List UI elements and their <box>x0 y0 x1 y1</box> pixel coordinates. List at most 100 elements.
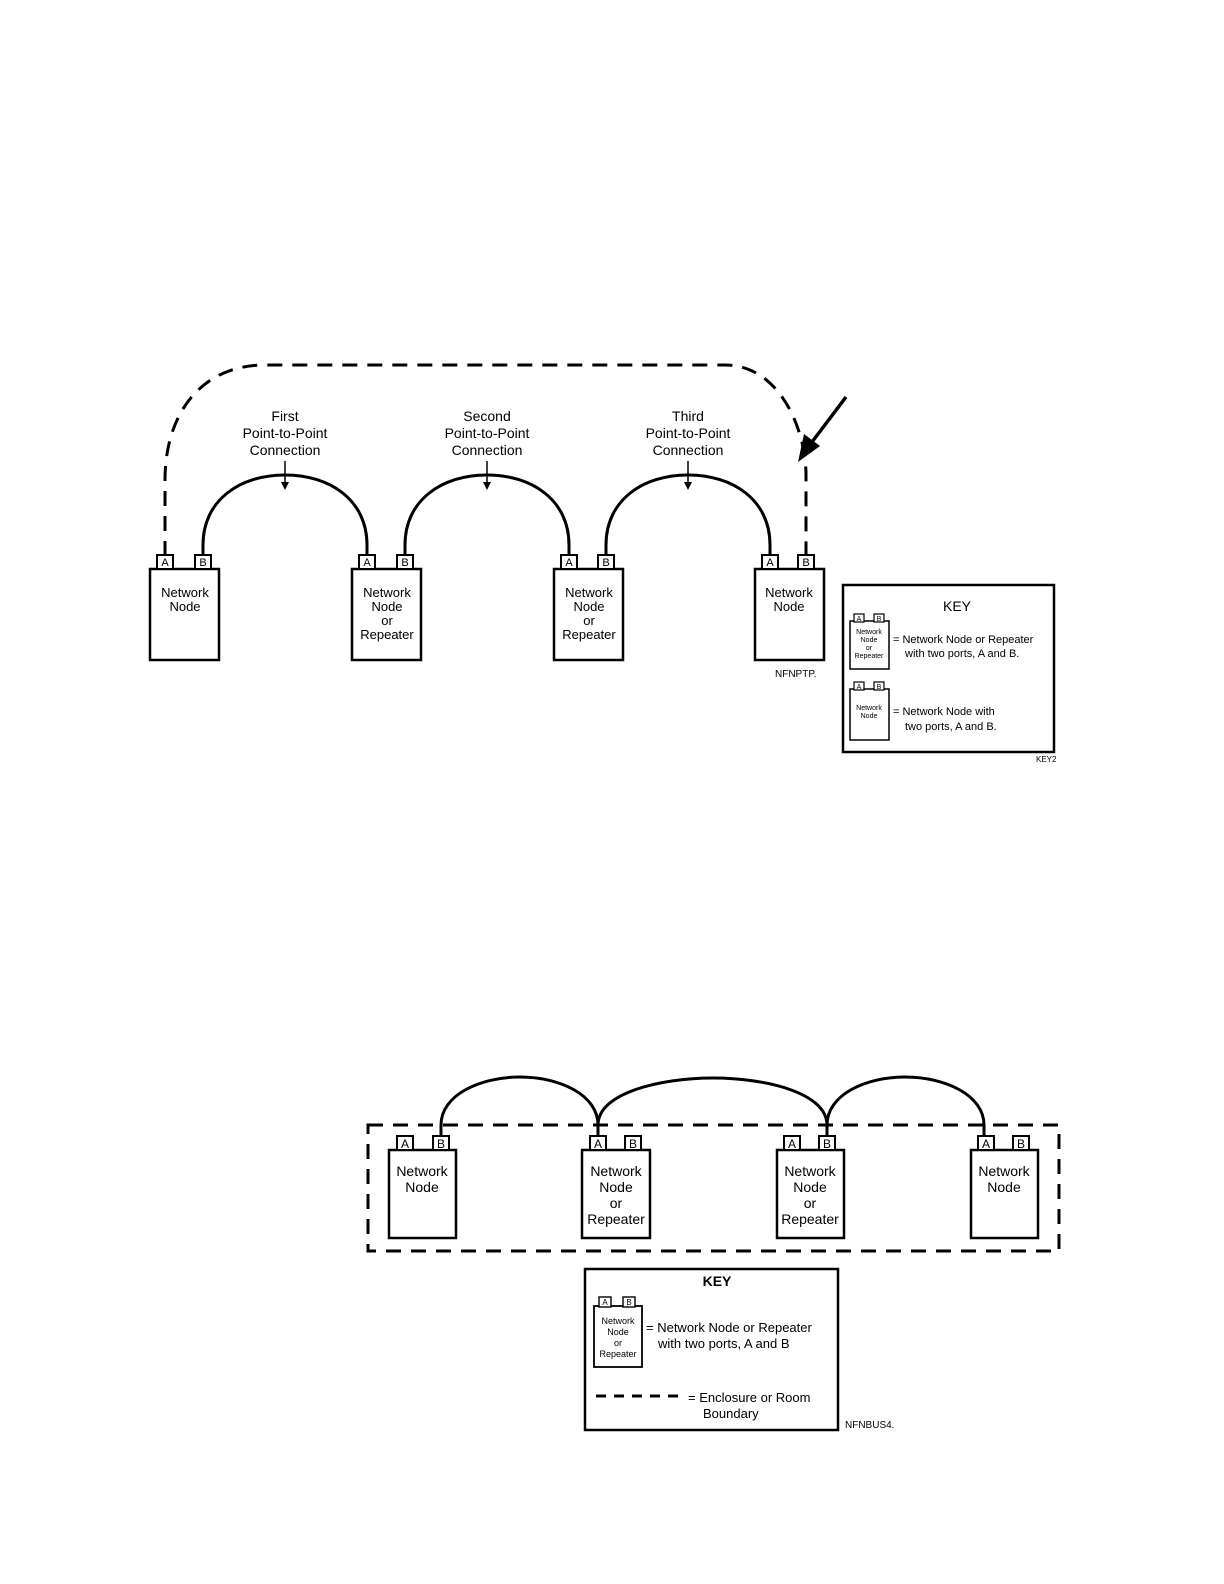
port-b-label: B <box>1017 1137 1025 1151</box>
bus-cable-2 <box>596 1076 829 1137</box>
node-label-line: Repeater <box>587 1211 645 1227</box>
node-label-line: or <box>610 1195 623 1211</box>
key-title: KEY <box>943 598 972 614</box>
node-label-line: Node <box>773 599 804 614</box>
key-port-b-label: B <box>626 1298 631 1307</box>
key-desc-line: = Network Node or Repeater <box>893 634 1034 646</box>
key-icon-line: Node <box>607 1327 629 1337</box>
key-port-a-label: A <box>857 684 862 691</box>
node-label-line: Network <box>363 585 411 600</box>
port-a-label: A <box>401 1137 409 1151</box>
node-label-line: Repeater <box>562 627 616 642</box>
bottom-node-3: A B Network Node or Repeater <box>775 1135 846 1240</box>
node-label-line: Node <box>169 599 200 614</box>
second-connection-label: Second Point-to-Point Connection <box>445 408 530 490</box>
port-b-label: B <box>602 557 609 569</box>
key-icon-line: Network <box>601 1316 635 1326</box>
label-line: Point-to-Point <box>243 425 328 441</box>
node-label-line: Network <box>396 1163 448 1179</box>
port-a-label: A <box>363 557 371 569</box>
node-label-line: Node <box>405 1179 439 1195</box>
top-node-4: A B Network Node <box>753 554 826 662</box>
port-b-label: B <box>629 1137 637 1151</box>
node-label-line: Node <box>599 1179 633 1195</box>
port-a <box>589 1135 607 1151</box>
third-connection-label: Third Point-to-Point Connection <box>646 408 731 490</box>
node-label-line: Node <box>573 599 604 614</box>
port-a-label: A <box>565 557 573 569</box>
first-connection-label: First Point-to-Point Connection <box>243 408 328 490</box>
node-label-line: or <box>381 613 393 628</box>
port-a <box>396 1135 414 1151</box>
label-line: First <box>271 408 298 424</box>
node-box <box>580 1148 652 1240</box>
port-a <box>156 554 174 570</box>
port-b <box>597 554 615 570</box>
key-icon-line: or <box>866 645 873 652</box>
key-port-a <box>598 1296 612 1308</box>
port-a-label: A <box>766 557 774 569</box>
port-b <box>396 554 414 570</box>
key-desc-line: = Enclosure or Room <box>688 1390 810 1405</box>
bottom-node-1: A B Network Node <box>387 1135 458 1240</box>
port-a-label: A <box>982 1137 990 1151</box>
node-box <box>148 567 221 662</box>
key-port-a <box>853 613 865 623</box>
port-b <box>432 1135 450 1151</box>
node-box <box>775 1148 846 1240</box>
port-a <box>560 554 578 570</box>
label-line: Second <box>463 408 510 424</box>
key-icon-line: Node <box>861 713 878 720</box>
node-label-line: or <box>804 1195 817 1211</box>
port-a-label: A <box>161 557 169 569</box>
port-b <box>194 554 212 570</box>
key-title: KEY <box>703 1273 732 1289</box>
key-port-a-label: A <box>857 616 862 623</box>
node-box <box>753 567 826 662</box>
node-label-line: Network <box>590 1163 642 1179</box>
port-b-label: B <box>401 557 408 569</box>
dashed-path-pointer-arrow <box>798 395 848 462</box>
node-label-line: Network <box>765 585 813 600</box>
key-node-repeater-icon <box>849 620 890 670</box>
key-port-b-label: B <box>877 616 882 623</box>
node-label-line: Repeater <box>781 1211 839 1227</box>
key-desc-line: with two ports, A and B <box>657 1336 790 1351</box>
label-line: Connection <box>653 442 724 458</box>
label-line: Third <box>672 408 704 424</box>
port-a <box>977 1135 995 1151</box>
key-figure-id: KEY2 <box>1036 755 1057 764</box>
key-node-repeater-icon <box>593 1305 643 1368</box>
top-node-2: A B Network Node or Repeater <box>350 554 423 662</box>
key-desc-line: = Network Node or Repeater <box>646 1320 813 1335</box>
label-line: Point-to-Point <box>445 425 530 441</box>
port-b-label: B <box>437 1137 445 1151</box>
key-icon-line: Repeater <box>599 1349 636 1359</box>
enclosure-boundary <box>366 1123 1061 1253</box>
node-box <box>350 567 423 662</box>
top-diagram: First Point-to-Point Connection Second P… <box>148 363 1057 764</box>
top-node-3: A B Network Node or Repeater <box>552 554 625 662</box>
node-label-line: Node <box>987 1179 1021 1195</box>
port-a <box>761 554 779 570</box>
top-figure-id: NFNPTP. <box>775 669 817 680</box>
label-line: Point-to-Point <box>646 425 731 441</box>
bottom-node-4: A B Network Node <box>969 1135 1040 1240</box>
port-a-label: A <box>594 1137 602 1151</box>
key-port-a <box>853 681 865 691</box>
port-b-label: B <box>823 1137 831 1151</box>
port-a <box>783 1135 801 1151</box>
bus-cable-3 <box>825 1075 986 1137</box>
key-icon-line: or <box>614 1338 622 1348</box>
port-a-label: A <box>788 1137 796 1151</box>
key-desc-line: two ports, A and B. <box>905 721 997 733</box>
key-desc-line: = Network Node with <box>893 706 995 718</box>
key-port-b <box>873 613 885 623</box>
bottom-key: KEY A B Network Node or Repeater = Netwo… <box>583 1267 840 1432</box>
node-box <box>969 1148 1040 1240</box>
key-desc-line: Boundary <box>703 1406 759 1421</box>
key-port-a-label: A <box>602 1298 608 1307</box>
node-label-line: Repeater <box>360 627 414 642</box>
bottom-node-2: A B Network Node or Repeater <box>580 1135 652 1240</box>
